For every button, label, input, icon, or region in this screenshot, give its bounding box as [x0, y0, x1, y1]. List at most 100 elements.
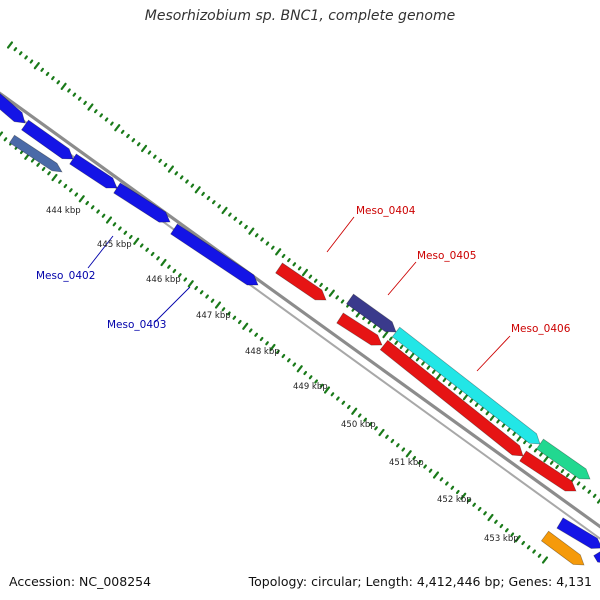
- tick-mark: [523, 440, 527, 445]
- tick-mark: [83, 100, 87, 105]
- tick-mark: [301, 268, 309, 277]
- tick-mark: [58, 179, 62, 184]
- tick-mark: [211, 200, 216, 205]
- tick-mark: [390, 438, 395, 444]
- tick-mark: [201, 191, 205, 196]
- tick-mark: [163, 162, 168, 168]
- tick-mark: [388, 336, 393, 341]
- callout-label-meso-0404[interactable]: Meso_0404: [356, 205, 416, 217]
- tick-mark: [499, 523, 504, 529]
- gene-arrow[interactable]: [69, 153, 118, 189]
- tick-mark: [254, 233, 259, 238]
- tick-mark: [248, 227, 255, 235]
- tick-mark: [85, 200, 90, 206]
- tick-mark: [287, 358, 291, 363]
- callout-lines: [87, 216, 511, 372]
- tick-mark: [183, 277, 188, 282]
- scale-label: 450 kbp: [341, 420, 376, 430]
- scale-label: 445 kbp: [97, 240, 132, 250]
- callout-label-meso-0405[interactable]: Meso_0405: [417, 250, 476, 262]
- scale-label: 449 kbp: [293, 382, 328, 392]
- tick-mark: [199, 290, 204, 295]
- tick-mark: [526, 545, 531, 550]
- tick-mark: [145, 247, 149, 252]
- tick-mark: [450, 485, 455, 490]
- gene-arrow[interactable]: [540, 530, 585, 566]
- tick-mark: [480, 406, 484, 412]
- tick-mark: [477, 506, 482, 512]
- tick-mark: [41, 166, 46, 172]
- gene-arrow[interactable]: [519, 450, 577, 492]
- tick-mark: [141, 144, 148, 153]
- tick-mark: [281, 253, 286, 259]
- callout-line: [387, 261, 417, 296]
- gene-arrow-meso-0405[interactable]: [346, 293, 397, 333]
- gene-arrow[interactable]: [593, 550, 600, 563]
- tick-mark: [330, 392, 335, 397]
- gene-arrow[interactable]: [0, 93, 26, 124]
- tick-mark: [341, 400, 346, 405]
- gene-arrow-meso-0404[interactable]: [275, 262, 327, 301]
- tick-mark: [506, 427, 511, 432]
- tick-mark: [67, 88, 71, 93]
- tick-mark: [555, 464, 559, 469]
- tick-mark: [409, 351, 416, 359]
- gene-arrow-meso-0406[interactable]: [391, 326, 541, 445]
- tick-mark: [378, 328, 382, 333]
- tick-mark: [214, 301, 222, 309]
- callout-line: [154, 286, 191, 323]
- tick-mark: [401, 447, 406, 452]
- gene-arrow[interactable]: [536, 438, 591, 480]
- tick-mark: [259, 336, 264, 342]
- tick-mark: [254, 332, 258, 337]
- tick-mark: [244, 224, 248, 230]
- tick-mark: [265, 241, 270, 246]
- gene-arrow[interactable]: [170, 223, 259, 286]
- gene-arrow[interactable]: [9, 134, 63, 173]
- genome-summary-text: Topology: circular; Length: 4,412,446 bp…: [248, 574, 592, 589]
- tick-mark: [93, 109, 98, 114]
- scale-label: 447 kbp: [196, 311, 231, 321]
- gene-arrow[interactable]: [379, 339, 524, 457]
- tick-mark: [313, 278, 318, 283]
- tick-mark: [308, 274, 313, 279]
- tick-mark: [56, 80, 61, 85]
- tick-mark: [185, 179, 189, 184]
- tick-mark: [346, 404, 351, 410]
- tick-mark: [487, 513, 494, 522]
- scale-label: 444 kbp: [46, 206, 81, 216]
- tick-mark: [303, 370, 308, 376]
- callout-label-meso-0406[interactable]: Meso_0406: [511, 323, 571, 335]
- tick-mark: [147, 150, 152, 155]
- genome-backbone: [0, 91, 600, 540]
- tick-mark: [270, 245, 275, 250]
- tick-mark: [287, 258, 291, 263]
- gene-callout-labels[interactable]: Meso_0402 Meso_0403 Meso_0404 Meso_0405 …: [36, 205, 571, 335]
- callout-line: [326, 216, 355, 253]
- tick-mark: [126, 133, 130, 139]
- tick-mark: [399, 344, 404, 350]
- tick-mark: [233, 216, 238, 221]
- gene-arrow[interactable]: [336, 312, 383, 346]
- tick-mark: [152, 154, 157, 159]
- callout-label-meso-0402[interactable]: Meso_0402: [36, 270, 95, 282]
- tick-mark: [469, 398, 474, 403]
- gene-features[interactable]: [0, 93, 600, 566]
- tick-mark: [217, 204, 222, 209]
- outer-tick-ring: [6, 41, 600, 504]
- tick-mark: [474, 402, 479, 407]
- gene-arrow[interactable]: [21, 119, 74, 160]
- tick-mark: [172, 268, 177, 274]
- tick-mark: [372, 324, 377, 329]
- tick-mark: [120, 129, 125, 134]
- tick-mark: [6, 41, 14, 49]
- tick-mark: [45, 71, 50, 77]
- tick-mark: [237, 319, 242, 325]
- tick-mark: [133, 237, 140, 245]
- tick-mark: [242, 322, 249, 330]
- gene-arrow[interactable]: [113, 182, 171, 223]
- callout-label-meso-0403[interactable]: Meso_0403: [107, 319, 166, 331]
- tick-mark: [405, 450, 412, 458]
- tick-mark: [415, 357, 420, 362]
